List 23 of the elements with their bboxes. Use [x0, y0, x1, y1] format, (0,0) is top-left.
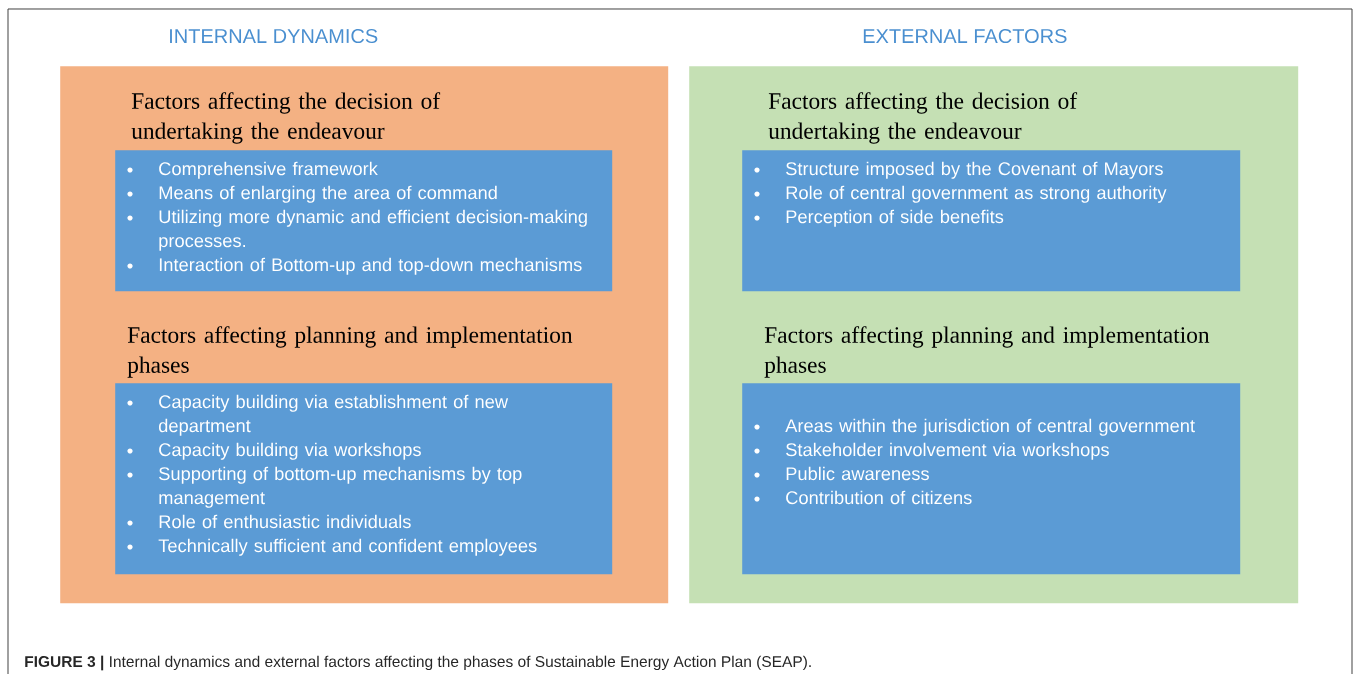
- list-item: Public awareness: [754, 466, 929, 481]
- box-heading: Factors affecting planning and implementation phases: [127, 326, 573, 378]
- list-item: Areas within the jurisdiction of central government: [754, 418, 1195, 436]
- list-item: Stakeholder involvement via workshops: [754, 442, 1109, 460]
- box-heading: Factors affecting the decision of undertaking the endeavour: [768, 92, 1078, 144]
- section-heading: INTERNAL DYNAMICS: [170, 28, 378, 44]
- list-item: Means of enlarging the area of command: [127, 185, 497, 203]
- section-heading: EXTERNAL FACTORS: [863, 28, 1067, 44]
- list-item: Utilizing more dynamic and efficient decision-making processes.: [127, 209, 587, 251]
- list-item: Perception of side benefits: [754, 209, 1004, 227]
- list-item: Capacity building via workshops: [127, 442, 421, 460]
- list-item: Comprehensive framework: [127, 161, 378, 179]
- box-heading: Factors affecting the decision of undertaking the endeavour: [131, 92, 441, 144]
- list-item: Contribution of citizens: [754, 490, 972, 505]
- box-heading: Factors affecting planning and implementation phases: [764, 326, 1210, 378]
- list-item: Role of enthusiastic individuals: [127, 514, 411, 529]
- list-item: Structure imposed by the Covenant of Mayors: [754, 161, 1163, 179]
- list-item: Technically sufficient and confident employees: [127, 538, 537, 556]
- caption: FIGURE 3 | Internal dynamics and external factors affecting the phases of Sustainable Energy Action Plan (SEAP).: [25, 655, 811, 671]
- list-item: Capacity building via establishment of new department: [127, 394, 509, 436]
- list-item: Interaction of Bottom-up and top-down mechanisms: [127, 257, 582, 275]
- list-item: Supporting of bottom-up mechanisms by top management: [127, 466, 522, 508]
- list-item: Role of central government as strong authority: [754, 185, 1167, 203]
